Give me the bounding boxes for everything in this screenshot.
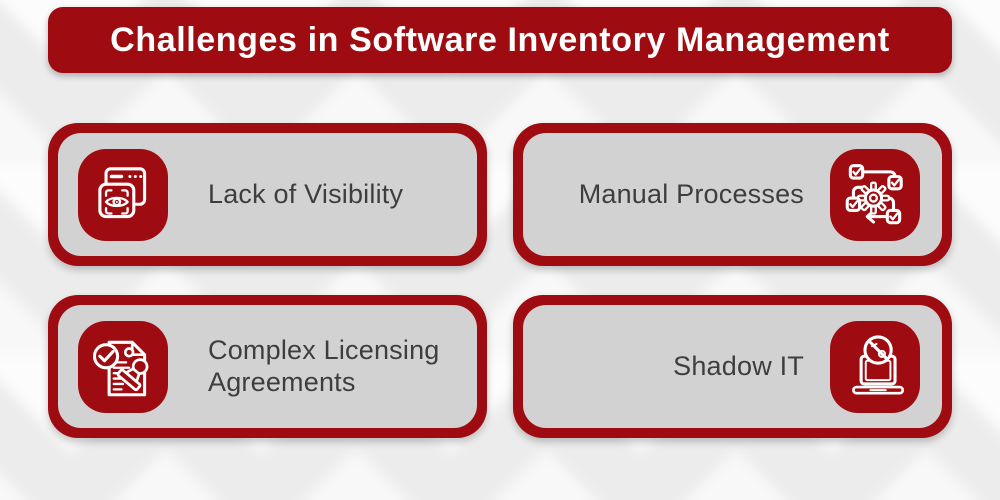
card-lack-of-visibility: Lack of Visibility bbox=[48, 123, 487, 266]
card-label: Lack of Visibility bbox=[208, 178, 404, 209]
title-banner: Challenges in Software Inventory Managem… bbox=[48, 7, 952, 73]
card-label: Manual Processes bbox=[578, 178, 804, 209]
laptop-blocked-icon bbox=[830, 320, 920, 413]
card-shadow-it: Shadow IT bbox=[513, 295, 952, 438]
license-document-stamp-icon bbox=[78, 320, 168, 413]
card-manual-processes: Manual Processes bbox=[513, 123, 952, 266]
card-label: Shadow IT bbox=[673, 350, 804, 381]
page-title: Challenges in Software Inventory Managem… bbox=[110, 20, 890, 59]
workflow-gear-checklist-icon bbox=[830, 148, 920, 241]
card-label: Complex Licensing Agreements bbox=[208, 335, 440, 397]
card-complex-licensing-agreements: Complex Licensing Agreements bbox=[48, 295, 487, 438]
browser-eye-scan-icon bbox=[78, 148, 168, 241]
cards-grid: Lack of Visibility Manual Processes bbox=[48, 123, 952, 438]
